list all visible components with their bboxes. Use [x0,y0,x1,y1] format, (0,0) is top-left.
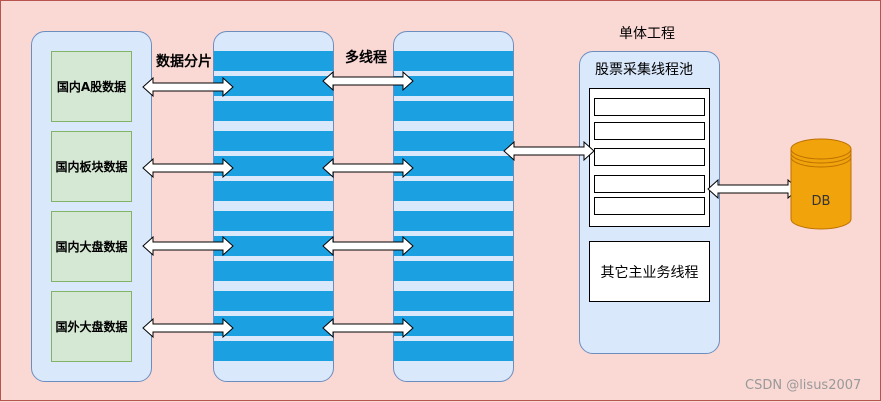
thread-bar [394,316,513,336]
shard-bar [214,76,333,96]
shard-bar [214,291,333,311]
arrow-source-to-shard [142,157,234,179]
thread-bar [394,211,513,231]
arrow-source-to-shard [142,317,234,339]
thread-bar [394,341,513,361]
shard-bar [214,341,333,361]
thread-bar [394,131,513,151]
database: DB [790,138,852,230]
arrow-shard-to-thread [322,157,414,179]
shard-column [213,31,334,382]
arrow-pool-to-db [707,178,799,200]
shard-bar [214,51,333,71]
arrow-shard-to-thread [322,70,414,92]
source-domestic-index: 国内大盘数据 [51,211,132,282]
db-label: DB [812,194,831,209]
shard-bar [214,156,333,176]
thread-bar [394,261,513,281]
pool-title: 股票采集线程池 [595,62,693,78]
thread-bar [394,156,513,176]
pool-slot [594,148,705,166]
arrow-source-to-shard [142,76,234,98]
thread-bar [394,101,513,121]
thread-bar [394,51,513,71]
shard-bar [214,211,333,231]
source-foreign-index: 国外大盘数据 [51,291,132,362]
thread-bar [394,236,513,256]
thread-bar [394,291,513,311]
pool-slot [594,175,705,193]
sharding-label: 数据分片 [156,54,212,70]
shard-bar [214,236,333,256]
watermark: CSDN @lisus2007 [745,378,862,393]
arrow-source-to-shard [142,235,234,257]
shard-bar [214,261,333,281]
multithread-label: 多线程 [345,50,387,66]
shard-bar [214,181,333,201]
arrow-thread-to-pool [503,140,595,162]
pool-slot [594,122,705,140]
arrow-shard-to-thread [322,317,414,339]
thread-bar [394,76,513,96]
thread-column [393,31,514,382]
pool-slot [594,98,705,116]
shard-bar [214,316,333,336]
project-title: 单体工程 [619,26,675,42]
source-sector: 国内板块数据 [51,131,132,202]
other-business-threads: 其它主业务线程 [589,241,710,302]
source-a-share: 国内A股数据 [51,51,132,122]
thread-bar [394,181,513,201]
shard-bar [214,131,333,151]
shard-bar [214,101,333,121]
arrow-shard-to-thread [322,235,414,257]
pool-slot [594,197,705,215]
